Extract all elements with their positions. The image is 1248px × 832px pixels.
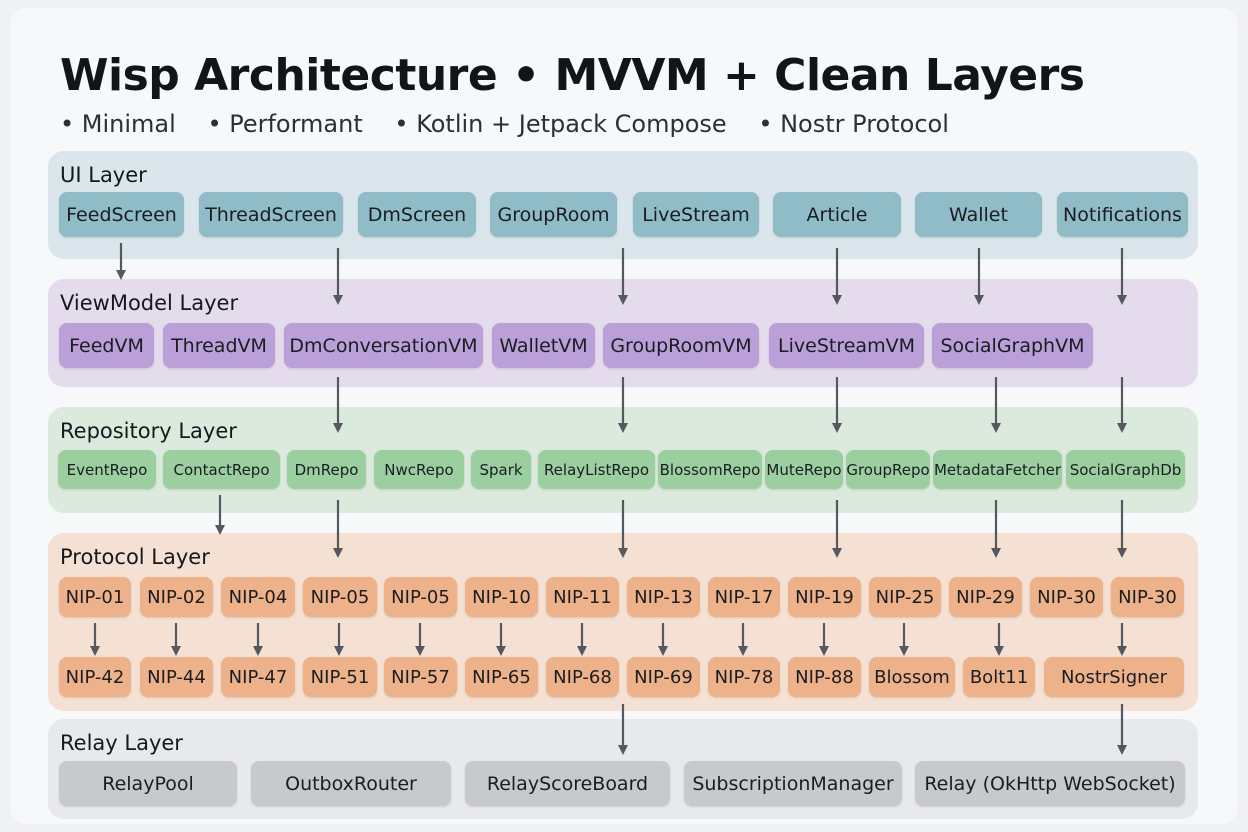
repo-spark: Spark bbox=[471, 450, 531, 489]
relay-okhttp-websocket: Relay (OkHttp WebSocket) bbox=[915, 761, 1185, 806]
vm-feedvm: FeedVM bbox=[59, 323, 154, 368]
proto-nip-65: NIP-65 bbox=[465, 657, 538, 697]
proto-nip-02: NIP-02 bbox=[140, 577, 213, 617]
proto-nip-78: NIP-78 bbox=[708, 657, 780, 697]
proto-bolt11: Bolt11 bbox=[963, 657, 1035, 697]
subtitle-item-performant: • Performant bbox=[207, 110, 363, 138]
repository-layer-label: Repository Layer bbox=[60, 419, 237, 443]
proto-nip-19: NIP-19 bbox=[788, 577, 861, 617]
subtitle: • Minimal • Performant • Kotlin + Jetpac… bbox=[60, 110, 973, 138]
vm-walletvm: WalletVM bbox=[492, 323, 595, 368]
vm-socialgraphvm: SocialGraphVM bbox=[932, 323, 1093, 368]
repo-socialgraphdb: SocialGraphDb bbox=[1066, 450, 1185, 489]
proto-nip-17: NIP-17 bbox=[708, 577, 780, 617]
protocol-layer-label: Protocol Layer bbox=[60, 545, 210, 569]
proto-nip-30a: NIP-30 bbox=[1030, 577, 1103, 617]
relay-layer-label: Relay Layer bbox=[60, 731, 183, 755]
vm-dmconversationvm: DmConversationVM bbox=[284, 323, 483, 368]
subtitle-item-kotlin: • Kotlin + Jetpack Compose bbox=[394, 110, 727, 138]
relay-outboxrouter: OutboxRouter bbox=[251, 761, 451, 806]
proto-nip-05b: NIP-05 bbox=[384, 577, 457, 617]
subtitle-item-minimal: • Minimal bbox=[60, 110, 176, 138]
repo-eventrepo: EventRepo bbox=[58, 450, 156, 489]
proto-nip-25: NIP-25 bbox=[869, 577, 941, 617]
proto-nip-44: NIP-44 bbox=[140, 657, 213, 697]
proto-nip-57: NIP-57 bbox=[384, 657, 457, 697]
relay-relayscoreboard: RelayScoreBoard bbox=[465, 761, 670, 806]
viewmodel-layer-label: ViewModel Layer bbox=[60, 291, 239, 315]
page-title: Wisp Architecture • MVVM + Clean Layers bbox=[60, 50, 1085, 101]
proto-nip-88: NIP-88 bbox=[788, 657, 861, 697]
ui-dmscreen: DmScreen bbox=[358, 192, 476, 237]
relay-subscriptionmanager: SubscriptionManager bbox=[684, 761, 902, 806]
repo-nwcrepo: NwcRepo bbox=[374, 450, 464, 489]
proto-nostrsigner: NostrSigner bbox=[1044, 657, 1184, 697]
vm-threadvm: ThreadVM bbox=[163, 323, 275, 368]
repo-blossomrepo: BlossomRepo bbox=[658, 450, 762, 489]
proto-nip-10: NIP-10 bbox=[465, 577, 538, 617]
relay-relaypool: RelayPool bbox=[59, 761, 237, 806]
vm-grouproomvm: GroupRoomVM bbox=[603, 323, 759, 368]
ui-feedscreen: FeedScreen bbox=[59, 192, 184, 237]
ui-notifications: Notifications bbox=[1057, 192, 1188, 237]
repo-dmrepo: DmRepo bbox=[287, 450, 366, 489]
ui-article: Article bbox=[773, 192, 901, 237]
subtitle-item-nostr: • Nostr Protocol bbox=[758, 110, 949, 138]
repo-grouprepo: GroupRepo bbox=[846, 450, 930, 489]
proto-nip-13: NIP-13 bbox=[627, 577, 700, 617]
proto-nip-30b: NIP-30 bbox=[1111, 577, 1184, 617]
repo-relaylistrepo: RelayListRepo bbox=[538, 450, 655, 489]
ui-wallet: Wallet bbox=[915, 192, 1042, 237]
proto-nip-51: NIP-51 bbox=[303, 657, 377, 697]
proto-nip-05a: NIP-05 bbox=[303, 577, 377, 617]
proto-nip-69: NIP-69 bbox=[627, 657, 700, 697]
proto-nip-11: NIP-11 bbox=[546, 577, 619, 617]
repo-muterepo: MuteRepo bbox=[765, 450, 843, 489]
ui-grouproom: GroupRoom bbox=[490, 192, 617, 237]
proto-blossom: Blossom bbox=[869, 657, 955, 697]
proto-nip-68: NIP-68 bbox=[546, 657, 619, 697]
ui-livestream: LiveStream bbox=[633, 192, 759, 237]
ui-threadscreen: ThreadScreen bbox=[199, 192, 343, 237]
repo-metadatafetcher: MetadataFetcher bbox=[933, 450, 1062, 489]
proto-nip-47: NIP-47 bbox=[221, 657, 295, 697]
proto-nip-01: NIP-01 bbox=[59, 577, 131, 617]
proto-nip-29: NIP-29 bbox=[949, 577, 1022, 617]
repo-contactrepo: ContactRepo bbox=[163, 450, 280, 489]
ui-layer-label: UI Layer bbox=[60, 163, 147, 187]
proto-nip-42: NIP-42 bbox=[59, 657, 131, 697]
proto-nip-04: NIP-04 bbox=[221, 577, 295, 617]
vm-livestreamvm: LiveStreamVM bbox=[769, 323, 924, 368]
